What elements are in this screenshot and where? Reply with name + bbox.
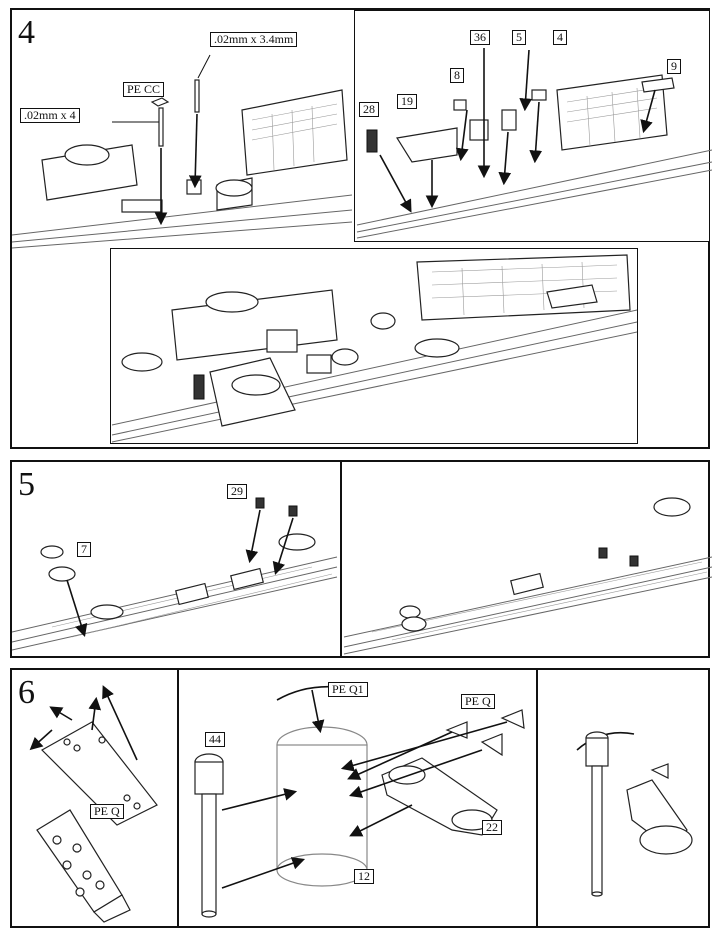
label-part-36: 36 bbox=[470, 30, 490, 45]
part-22 bbox=[381, 757, 498, 836]
step-6-panel: 6 bbox=[10, 668, 710, 928]
label-part-4: 4 bbox=[553, 30, 567, 45]
label-part-28: 28 bbox=[359, 102, 379, 117]
label-pe-q1: PE Q1 bbox=[328, 682, 368, 697]
label-part-44: 44 bbox=[205, 732, 225, 747]
brass-rod-b bbox=[194, 79, 200, 113]
step-5-drawing bbox=[12, 497, 712, 655]
label-rod-b: .02mm x 3.4mm bbox=[210, 32, 298, 47]
label-part-7: 7 bbox=[77, 542, 91, 557]
step-5-panel: 5 bbox=[10, 460, 712, 658]
label-pe-q-mid: PE Q bbox=[461, 694, 495, 709]
deck-right bbox=[343, 497, 712, 655]
label-part-29: 29 bbox=[227, 484, 247, 499]
ship-hull-left bbox=[12, 89, 353, 249]
label-pe-cc: PE CC bbox=[123, 82, 165, 97]
label-part-9: 9 bbox=[667, 59, 681, 74]
label-part-5: 5 bbox=[512, 30, 526, 45]
pe-cc-part bbox=[150, 97, 170, 107]
step-4-panel: 4 bbox=[10, 8, 712, 449]
ship-hull-right bbox=[356, 74, 712, 239]
step-4-number: 4 bbox=[18, 14, 35, 51]
label-rod-a: .02mm x 4 bbox=[20, 108, 80, 123]
pe-q-bracket-detail bbox=[36, 809, 131, 923]
label-pe-q-left: PE Q bbox=[90, 804, 124, 819]
pe-q-small-parts bbox=[445, 709, 525, 757]
brass-rod-a bbox=[158, 107, 164, 147]
mast-44 bbox=[194, 753, 224, 918]
label-part-8: 8 bbox=[450, 68, 464, 83]
ship-hull-result bbox=[111, 254, 638, 443]
assembled-director bbox=[576, 731, 693, 897]
label-part-12: 12 bbox=[354, 869, 374, 884]
step-6-number: 6 bbox=[18, 674, 35, 711]
director-12 bbox=[276, 726, 368, 887]
step-5-divider bbox=[340, 462, 342, 656]
step-6-divider-2 bbox=[536, 670, 538, 926]
label-part-19: 19 bbox=[397, 94, 417, 109]
step-5-number: 5 bbox=[18, 466, 35, 503]
label-part-22: 22 bbox=[482, 820, 502, 835]
deck-left bbox=[12, 533, 338, 651]
step-6-drawing bbox=[29, 685, 693, 923]
step-6-divider-1 bbox=[177, 670, 179, 926]
pe-q-bracket-fold bbox=[41, 721, 158, 826]
step-4-drawing bbox=[12, 48, 712, 443]
parts-step5 bbox=[40, 497, 298, 582]
